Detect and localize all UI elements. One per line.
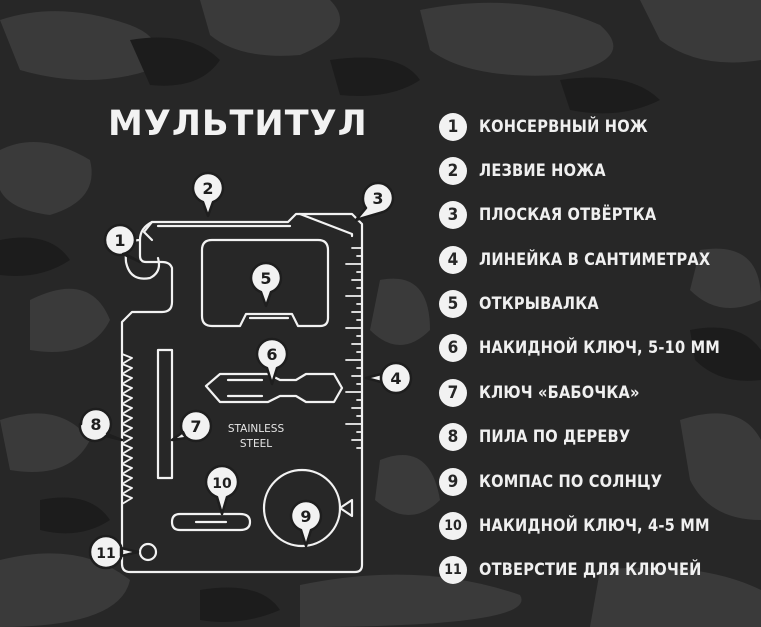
page-title: МУЛЬТИТУЛ — [108, 104, 368, 144]
legend-item: 3 ПЛОСКАЯ ОТВЁРТКА — [439, 201, 754, 230]
callout-pin-5 — [249, 261, 283, 308]
screwdriver-edge — [298, 212, 354, 238]
callout-pin-6 — [255, 337, 289, 386]
legend-item: 11 ОТВЕРСТИЕ ДЛЯ КЛЮЧЕЙ — [439, 556, 754, 585]
callout-number-4: 4 — [390, 369, 401, 388]
legend-label: НАКИДНОЙ КЛЮЧ, 4-5 ММ — [479, 516, 710, 537]
legend-item: 10 НАКИДНОЙ КЛЮЧ, 4-5 ММ — [439, 512, 754, 541]
callout-pin-11 — [88, 534, 140, 570]
legend-label: ЛЕЗВИЕ НОЖА — [479, 160, 606, 181]
callout-number-2: 2 — [202, 179, 213, 198]
saw-teeth — [121, 353, 133, 505]
stamp-line-1: STAINLESS — [227, 423, 285, 435]
legend-label: КОМПАС ПО СОЛНЦУ — [479, 471, 663, 492]
legend-number-badge: 7 — [439, 378, 467, 407]
key-ring-hole — [138, 542, 158, 562]
callout-pin-4 — [364, 361, 413, 395]
stamp-line-2: STEEL — [239, 438, 273, 450]
callout-number-10: 10 — [212, 476, 232, 492]
wrench-5-10-inner — [226, 378, 264, 398]
callout-number-6: 6 — [266, 345, 277, 364]
legend-number-badge: 4 — [439, 245, 467, 274]
callout-pin-2 — [191, 171, 225, 218]
legend-item: 2 ЛЕЗВИЕ НОЖА — [439, 156, 754, 185]
callout-numbers: 1 2 3 4 5 6 7 8 9 10 11 — [90, 179, 401, 562]
callout-number-1: 1 — [114, 231, 125, 250]
callout-pin-10 — [204, 464, 240, 516]
legend-label: ЛИНЕЙКА В САНТИМЕТРАХ — [479, 249, 711, 270]
legend-label: ПИЛА ПО ДЕРЕВУ — [479, 427, 631, 448]
callout-number-9: 9 — [300, 507, 311, 526]
wrench-4-5-cutout — [170, 512, 252, 532]
legend-label: КЛЮЧ «БАБОЧКА» — [479, 382, 640, 403]
card-outline — [120, 212, 364, 574]
callout-number-5: 5 — [260, 269, 271, 288]
callout-pin-7 — [170, 409, 213, 443]
callout-pin-3 — [354, 181, 395, 222]
can-opener-notch — [142, 220, 154, 242]
bottle-opener-cutout — [200, 238, 330, 328]
legend-number-badge: 2 — [439, 156, 467, 185]
legend-number-badge: 9 — [439, 467, 467, 496]
legend-list: 1 КОНСЕРВНЫЙ НОЖ 2 ЛЕЗВИЕ НОЖА 3 ПЛОСКАЯ ОТ… — [439, 112, 754, 600]
stainless-steel-stamp: STAINLESS STEEL — [212, 422, 300, 452]
legend-label: КОНСЕРВНЫЙ НОЖ — [479, 116, 648, 137]
callout-number-11: 11 — [96, 546, 115, 562]
legend-number-badge: 5 — [439, 290, 467, 319]
legend-number-badge: 10 — [439, 512, 467, 541]
legend-item: 7 КЛЮЧ «БАБОЧКА» — [439, 378, 754, 407]
legend-label: ПЛОСКАЯ ОТВЁРТКА — [479, 205, 657, 226]
legend-item: 8 ПИЛА ПО ДЕРЕВУ — [439, 423, 754, 452]
callout-number-8: 8 — [90, 415, 101, 434]
callout-pin-9 — [289, 499, 323, 548]
callout-markers — [78, 171, 413, 570]
legend-label: ОТКРЫВАЛКА — [479, 294, 599, 315]
legend-item: 6 НАКИДНОЙ КЛЮЧ, 5-10 ММ — [439, 334, 754, 363]
callout-number-3: 3 — [372, 189, 383, 208]
legend-number-badge: 3 — [439, 201, 467, 230]
legend-item: 9 КОМПАС ПО СОЛНЦУ — [439, 467, 754, 496]
callout-pin-8 — [78, 407, 124, 443]
ruler-ticks — [345, 247, 363, 449]
legend-label: ОТВЕРСТИЕ ДЛЯ КЛЮЧЕЙ — [479, 560, 702, 581]
sun-compass-pointer — [338, 498, 354, 518]
legend-number-badge: 6 — [439, 334, 467, 363]
legend-item: 5 ОТКРЫВАЛКА — [439, 290, 754, 319]
butterfly-key-slot — [156, 348, 174, 480]
legend-item: 4 ЛИНЕЙКА В САНТИМЕТРАХ — [439, 245, 754, 274]
callout-pin-1 — [103, 223, 142, 264]
legend-number-badge: 11 — [439, 556, 467, 585]
legend-number-badge: 1 — [439, 112, 467, 141]
legend-label: НАКИДНОЙ КЛЮЧ, 5-10 ММ — [479, 338, 721, 359]
legend-number-badge: 8 — [439, 423, 467, 452]
callout-number-7: 7 — [190, 417, 201, 436]
legend-item: 1 КОНСЕРВНЫЙ НОЖ — [439, 112, 754, 141]
